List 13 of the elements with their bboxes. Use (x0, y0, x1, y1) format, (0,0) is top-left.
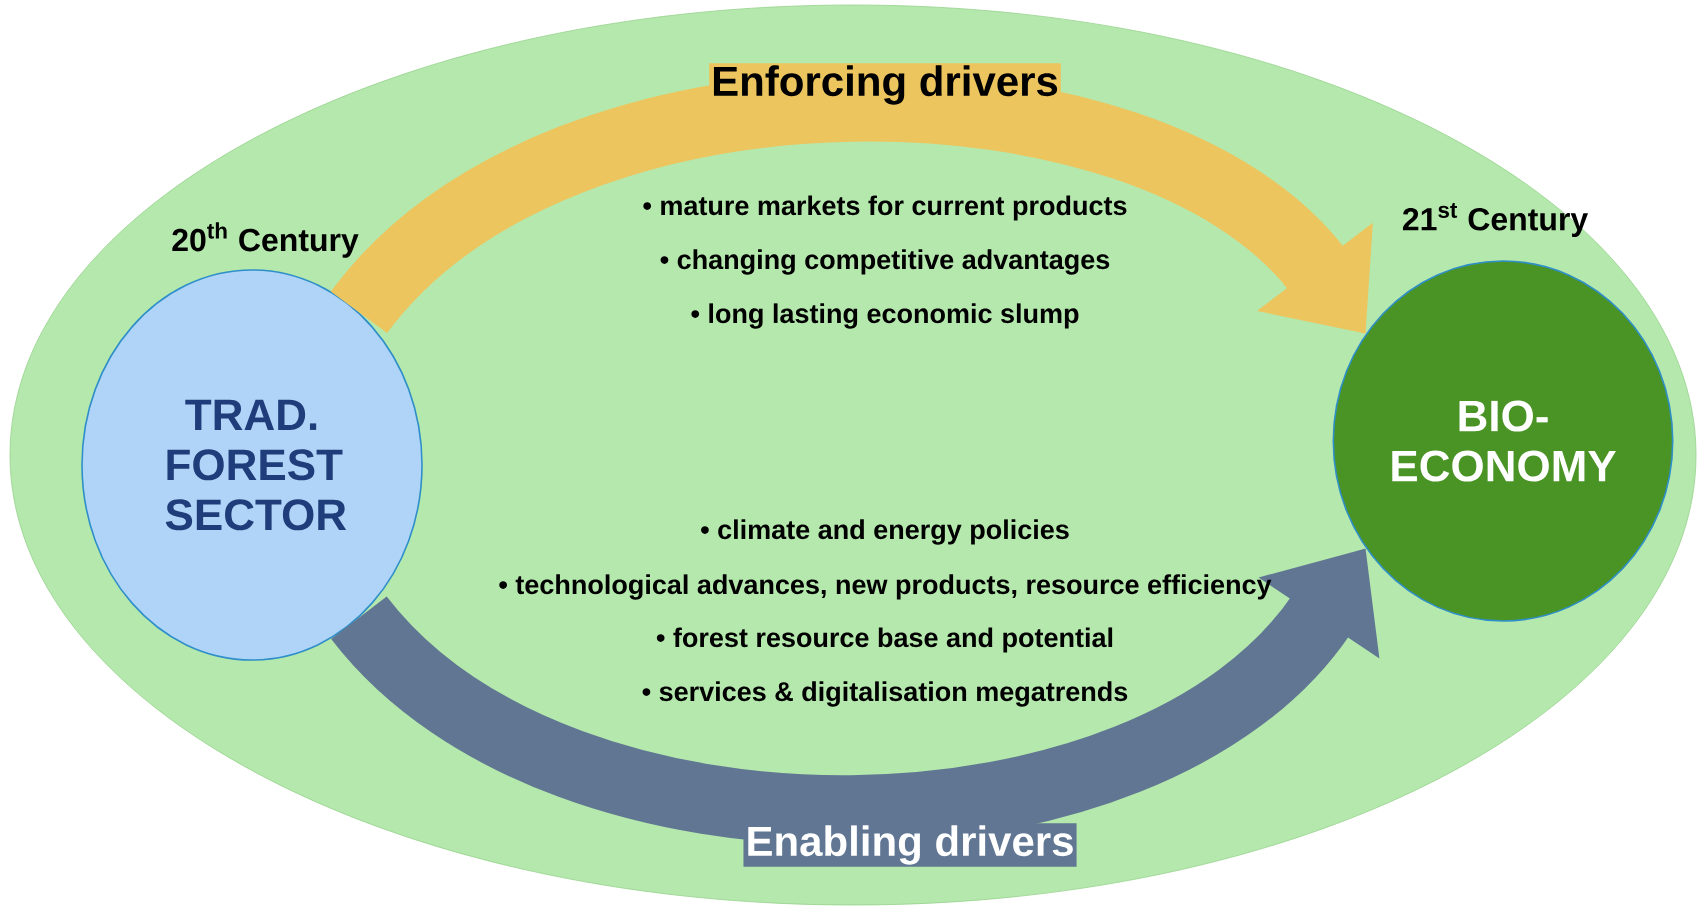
bullet-text: • forest resource base and potential (656, 627, 1113, 653)
bullet-text: • climate and energy policies (701, 519, 1069, 545)
century-label: 21$^{st}$ Century (1402, 203, 1588, 237)
century-label: 20$^{th}$ Century (172, 222, 359, 258)
bullet-text: • mature markets for current products (643, 195, 1127, 221)
bullet-text: • changing competitive advantages (660, 249, 1110, 275)
bullet-text: • long lasting economic slump (691, 303, 1079, 329)
edge-label: Enabling drivers (743, 823, 1077, 867)
circle-node: BIO-ECONOMY (1332, 260, 1674, 622)
bullet-text: • services & digitalisation megatrends (642, 681, 1128, 707)
circle-node: TRAD. FOREST SECTOR (81, 269, 423, 661)
edge-label: Enforcing drivers (709, 63, 1061, 107)
bullet-text: • technological advances, new products, resource efficiency (499, 574, 1272, 600)
